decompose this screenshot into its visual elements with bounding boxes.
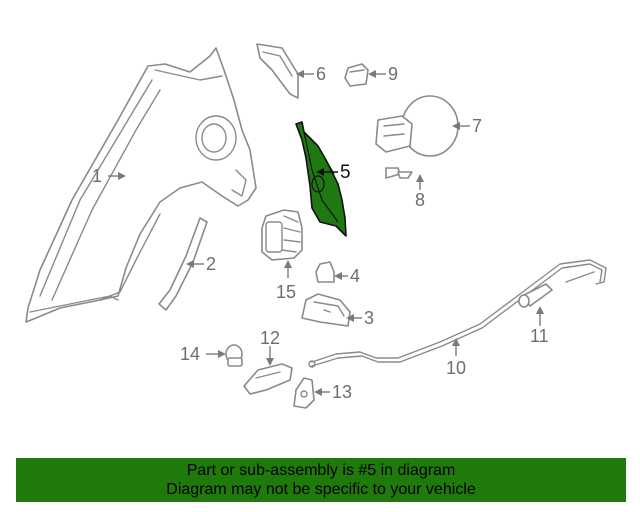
callout-9: 9 — [388, 64, 398, 84]
part-15-housing — [261, 209, 303, 261]
part-11-cable-end — [518, 283, 553, 308]
part-2-moulding — [158, 217, 208, 311]
callout-15: 15 — [276, 282, 296, 302]
leader-lines — [108, 70, 544, 396]
part-10-cable — [308, 259, 607, 368]
part-7-fuel-door — [375, 95, 459, 157]
info-banner: Part or sub-assembly is #5 in diagram Di… — [16, 458, 626, 502]
part-12-handle — [243, 363, 293, 395]
part-1-quarter-panel — [25, 47, 257, 323]
part-9-clip — [344, 63, 369, 87]
callout-11: 11 — [530, 326, 549, 346]
callout-6: 6 — [316, 64, 326, 84]
callout-13: 13 — [332, 382, 352, 402]
callout-2: 2 — [206, 254, 216, 274]
callout-4: 4 — [350, 266, 360, 286]
banner-line-2: Diagram may not be specific to your vehi… — [166, 481, 476, 498]
parts-diagram: 1 2 3 4 5 6 7 8 9 10 11 12 13 14 15 — [25, 43, 607, 409]
part-8-pin — [385, 167, 413, 179]
callout-1: 1 — [92, 166, 102, 186]
part-6-bracket — [256, 43, 299, 99]
callout-5: 5 — [340, 162, 351, 183]
callout-3: 3 — [364, 308, 374, 328]
callout-14: 14 — [180, 344, 200, 364]
part-13-bracket — [293, 377, 315, 409]
part-4-clip — [315, 261, 335, 283]
callout-8: 8 — [415, 190, 425, 210]
part-3-bracket — [301, 293, 351, 327]
part-5-highlighted — [295, 121, 347, 237]
callout-numbers: 1 2 3 4 5 6 7 8 9 10 11 12 13 14 15 — [92, 64, 549, 402]
part-14-grommet — [225, 344, 243, 367]
callout-10: 10 — [446, 358, 466, 378]
callout-7: 7 — [472, 116, 482, 136]
banner-line-1: Part or sub-assembly is #5 in diagram — [186, 462, 456, 479]
callout-12: 12 — [260, 328, 280, 348]
